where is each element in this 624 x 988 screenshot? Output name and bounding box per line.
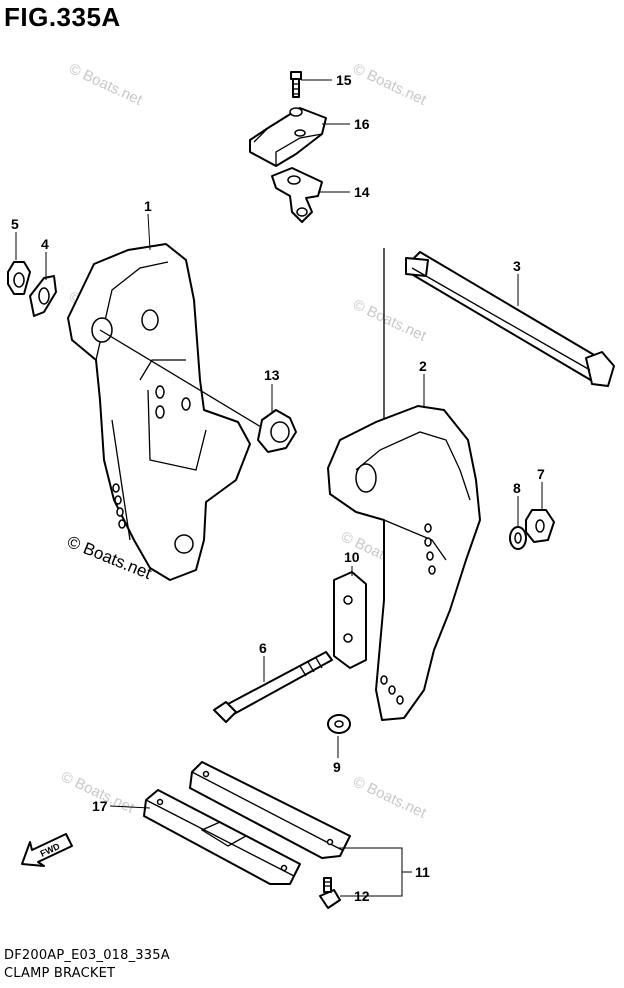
figure-code: DF200AP_E03_018_335A: [4, 948, 170, 963]
callout-11: 11: [415, 864, 430, 880]
callout-16: 16: [354, 116, 370, 132]
callout-3: 3: [513, 258, 521, 274]
callout-9: 9: [333, 759, 341, 775]
part-4-washer: [29, 275, 57, 317]
callout-13: 13: [264, 367, 280, 383]
callout-4: 4: [41, 236, 49, 252]
callout-2: 2: [419, 358, 427, 374]
fwd-arrow: FWD: [21, 833, 73, 867]
leader-lines: [15, 79, 543, 897]
part-1-clamp-bracket-left: [67, 243, 267, 581]
part-11-pad-upper: [189, 761, 351, 859]
callout-10: 10: [344, 549, 360, 565]
callout-14: 14: [354, 184, 370, 200]
part-13-bushing: [257, 409, 297, 453]
callouts: 15 16 14 1 5 4 3 13 2 7 8 10 6 9 17 11 1…: [11, 72, 545, 904]
watermark-text: © Boats.net: [66, 60, 145, 109]
part-15-bolt: [290, 71, 302, 98]
part-8-washer: [509, 526, 527, 550]
part-6-bolt: [213, 651, 333, 723]
callout-5: 5: [11, 216, 19, 232]
part-7-nut: [525, 509, 555, 543]
watermark-text: © Boats.net: [350, 296, 429, 345]
callout-12: 12: [354, 888, 370, 904]
watermark-text: © Boats.net: [350, 773, 429, 822]
part-5-nut: [7, 261, 31, 295]
part-14-bracket: [271, 167, 323, 223]
part-17-pad-lower: [143, 789, 301, 885]
part-16-cover-plate: [249, 107, 327, 167]
callout-7: 7: [537, 466, 545, 482]
part-2-clamp-bracket-right: [327, 405, 481, 721]
callout-17: 17: [92, 798, 108, 814]
part-10-plate: [333, 571, 367, 669]
part-12-bolt: [319, 877, 341, 909]
figure-title: FIG.335A: [4, 2, 121, 32]
callout-8: 8: [513, 480, 521, 496]
watermark-text: © Boats.net: [350, 60, 429, 109]
figure-name: CLAMP BRACKET: [4, 966, 116, 981]
callout-15: 15: [336, 72, 352, 88]
callout-6: 6: [259, 640, 267, 656]
callout-1: 1: [144, 198, 152, 214]
part-9-washer: [327, 714, 351, 734]
